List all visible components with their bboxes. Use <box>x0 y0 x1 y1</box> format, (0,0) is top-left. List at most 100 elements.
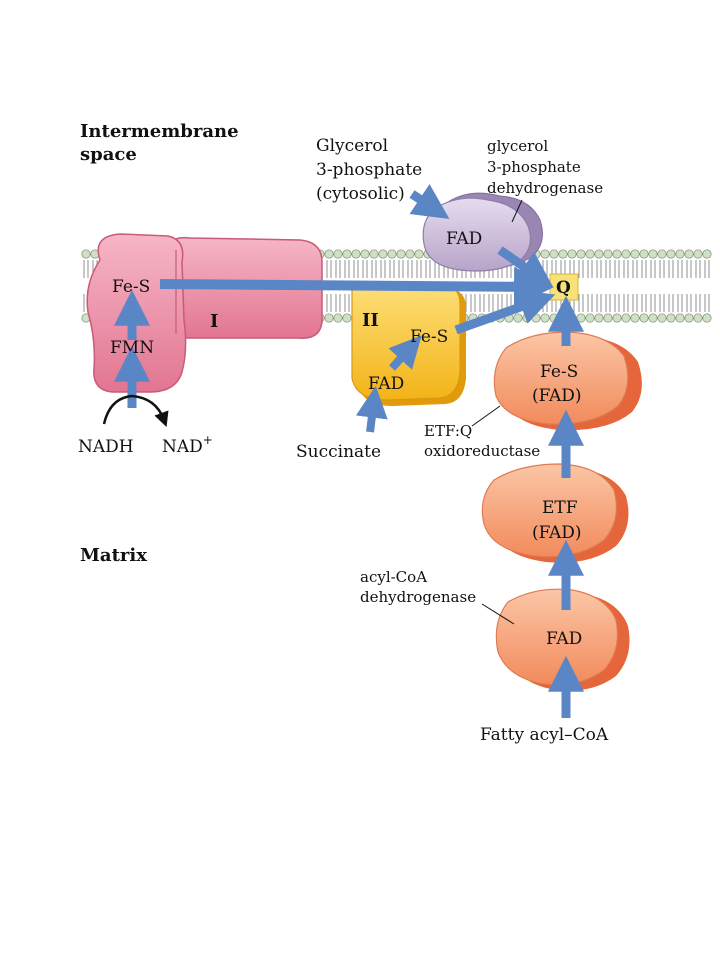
etfq-fad-label: (FAD) <box>532 386 582 406</box>
lipid-head <box>612 313 622 323</box>
lipid-tail <box>605 294 611 312</box>
lipid-head <box>630 249 640 259</box>
matrix-label: Matrix <box>80 545 147 566</box>
lipid-tail <box>542 294 548 312</box>
ubiquinone-label: Q <box>556 278 571 298</box>
lipid-tail <box>668 260 674 278</box>
etfq-name-1: ETF:Q <box>424 422 472 440</box>
lipid-head <box>675 249 685 259</box>
intermembrane-label-2: space <box>80 144 137 165</box>
lipid-tail <box>479 294 485 312</box>
lipid-head <box>630 313 640 323</box>
lipid-head <box>693 249 703 259</box>
lipid-head <box>675 313 685 323</box>
intermembrane-label-1: Intermembrane <box>80 121 239 142</box>
lipid-tail <box>659 294 665 312</box>
lipid-tail <box>614 294 620 312</box>
lipid-tail <box>353 260 359 278</box>
lipid-tail <box>623 260 629 278</box>
lipid-head <box>513 313 523 323</box>
etf-name-label: ETF <box>542 498 578 518</box>
etf-body <box>481 463 617 558</box>
lipid-head <box>603 249 613 259</box>
lipid-head <box>702 249 712 259</box>
lipid-head <box>576 313 586 323</box>
lipid-tail <box>326 294 332 312</box>
glycerol-label-2: 3-phosphate <box>316 160 422 180</box>
lipid-head <box>684 249 694 259</box>
lipid-head <box>324 249 334 259</box>
lipid-tail <box>344 294 350 312</box>
lipid-head <box>342 249 352 259</box>
lipid-tail <box>488 294 494 312</box>
lipid-head <box>549 249 559 259</box>
lipid-tail <box>704 294 710 312</box>
lipid-head <box>567 249 577 259</box>
etf-q-oxidoreductase <box>493 331 642 431</box>
lipid-tail <box>425 260 431 278</box>
lipid-tail <box>704 260 710 278</box>
arrow-gpdh-to-q <box>497 246 554 288</box>
glycerol-label-3: (cytosolic) <box>316 184 405 204</box>
lipid-tail <box>326 260 332 278</box>
lipid-head <box>666 249 676 259</box>
lipid-head <box>702 313 712 323</box>
arrow-succinate-to-fad <box>355 385 388 433</box>
lipid-tail <box>650 294 656 312</box>
lipid-tail <box>407 260 413 278</box>
glycerol-3-phosphate-dehydrogenase <box>422 192 543 272</box>
lipid-head <box>648 249 658 259</box>
lipid-head <box>612 249 622 259</box>
nad-text: NAD <box>162 437 203 457</box>
lipid-head <box>666 313 676 323</box>
lipid-head <box>576 249 586 259</box>
complex-i <box>86 233 323 393</box>
etfq-fes-label: Fe-S <box>540 362 578 382</box>
lipid-tail <box>632 260 638 278</box>
arrow-complex-i-to-q <box>159 266 554 307</box>
lipid-tail <box>596 260 602 278</box>
gpdh-name-2: 3-phosphate <box>487 158 581 176</box>
lipid-head <box>522 313 532 323</box>
lipid-tail <box>677 294 683 312</box>
lipid-head <box>648 313 658 323</box>
lipid-tail <box>380 260 386 278</box>
arrow-glycerol-to-fad <box>409 184 450 219</box>
lipid-head <box>594 313 604 323</box>
lipid-head <box>585 249 595 259</box>
lipid-tail <box>605 260 611 278</box>
etf-fad-label: (FAD) <box>532 523 582 543</box>
lipid-head <box>414 249 424 259</box>
fatty-acyl-coa-label: Fatty acyl–CoA <box>480 725 609 745</box>
lipid-tail <box>686 260 692 278</box>
lipid-head <box>324 313 334 323</box>
lipid-head <box>531 313 541 323</box>
lipid-head <box>558 249 568 259</box>
lipid-tail <box>542 260 548 278</box>
glycerol-label-1: Glycerol <box>316 136 388 156</box>
lipid-head <box>540 249 550 259</box>
lipid-head <box>639 249 649 259</box>
lipid-head <box>639 313 649 323</box>
lipid-head <box>540 313 550 323</box>
lipid-tail <box>695 294 701 312</box>
lipid-tail <box>587 294 593 312</box>
lipid-head <box>387 249 397 259</box>
lipid-tail <box>659 260 665 278</box>
lipid-head <box>621 313 631 323</box>
lipid-tail <box>362 260 368 278</box>
leader-gpdh <box>511 199 523 223</box>
gpdh-fad-label: FAD <box>446 229 482 249</box>
lipid-tail <box>596 294 602 312</box>
lipid-head <box>603 313 613 323</box>
lipid-head <box>657 313 667 323</box>
lipid-tail <box>587 260 593 278</box>
electron-flow-arrows <box>114 184 584 718</box>
lipid-head <box>378 249 388 259</box>
lipid-tail <box>335 294 341 312</box>
lipid-head <box>405 249 415 259</box>
lipid-tail <box>416 260 422 278</box>
nad-label: NAD+ <box>162 433 213 457</box>
succinate-label: Succinate <box>296 442 381 462</box>
acad-body <box>495 588 619 686</box>
